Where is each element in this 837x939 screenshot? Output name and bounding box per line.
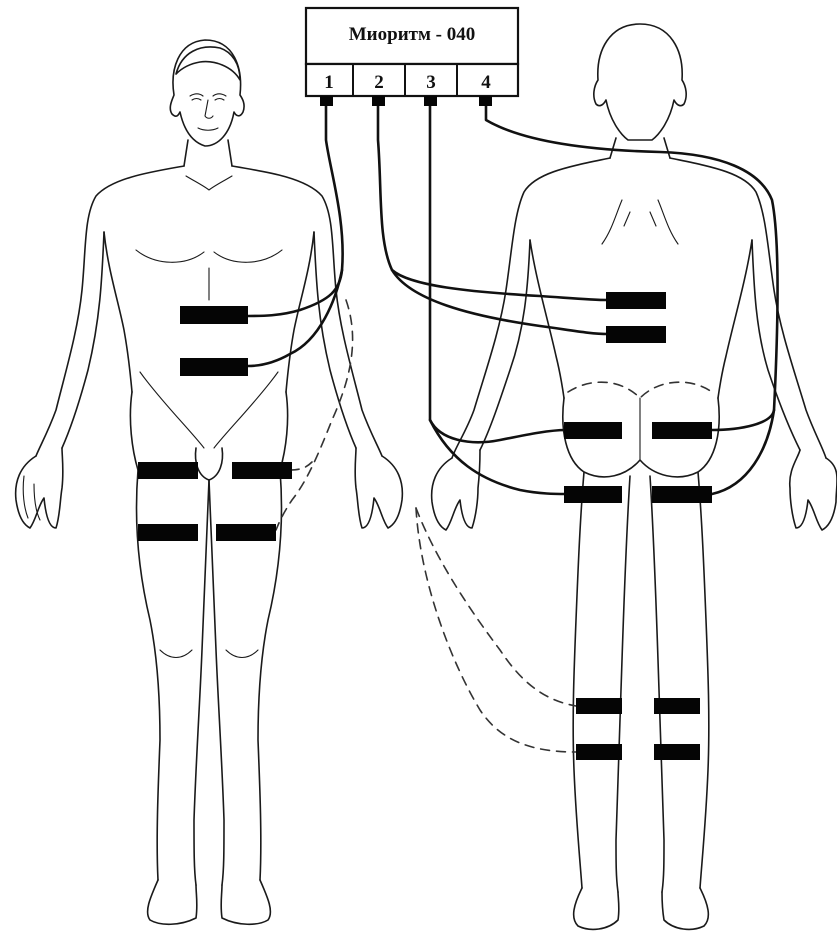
electrode-front-thigh-left-lower [216, 524, 276, 541]
electrode-front-abdomen-upper [180, 306, 248, 324]
electrode-back-lumbar-upper [606, 292, 666, 309]
connector-1 [320, 96, 333, 106]
back-body-figure [432, 24, 837, 929]
channel-label-1: 1 [324, 72, 334, 93]
stimulator-device: Миоритм - 040 1 2 3 4 [306, 8, 518, 106]
wire-channel-2 [378, 104, 608, 300]
electrode-back-calf-left-lower [654, 744, 700, 760]
electrode-front-thigh-right-lower [138, 524, 198, 541]
wire-channel-1-branch [248, 270, 342, 366]
electrodes [138, 292, 712, 760]
electrode-front-thigh-left-upper [232, 462, 292, 479]
channel-label-4: 4 [481, 72, 491, 93]
electrode-back-gluteal-left-upper [652, 422, 712, 439]
electrode-back-gluteal-right-lower [564, 486, 622, 503]
electrode-back-gluteal-left-lower [652, 486, 712, 503]
electrode-back-lumbar-lower [606, 326, 666, 343]
electrode-back-calf-right-upper [576, 698, 622, 714]
electrode-back-calf-right-lower [576, 744, 622, 760]
electrode-back-gluteal-right-upper [564, 422, 622, 439]
front-body-figure [16, 40, 403, 924]
device-title: Миоритм - 040 [349, 24, 476, 45]
electrode-front-abdomen-lower [180, 358, 248, 376]
channel-label-3: 3 [426, 72, 436, 93]
wire-channel-3 [430, 104, 566, 442]
connector-4 [479, 96, 492, 106]
wire-channel-4-branch [712, 410, 774, 494]
wire-channel-2-branch [392, 270, 608, 334]
channel-label-2: 2 [374, 72, 384, 93]
electrode-back-calf-left-upper [654, 698, 700, 714]
connector-2 [372, 96, 385, 106]
wire-channel-4 [486, 104, 778, 430]
connector-3 [424, 96, 437, 106]
electrode-front-thigh-right-upper [138, 462, 198, 479]
